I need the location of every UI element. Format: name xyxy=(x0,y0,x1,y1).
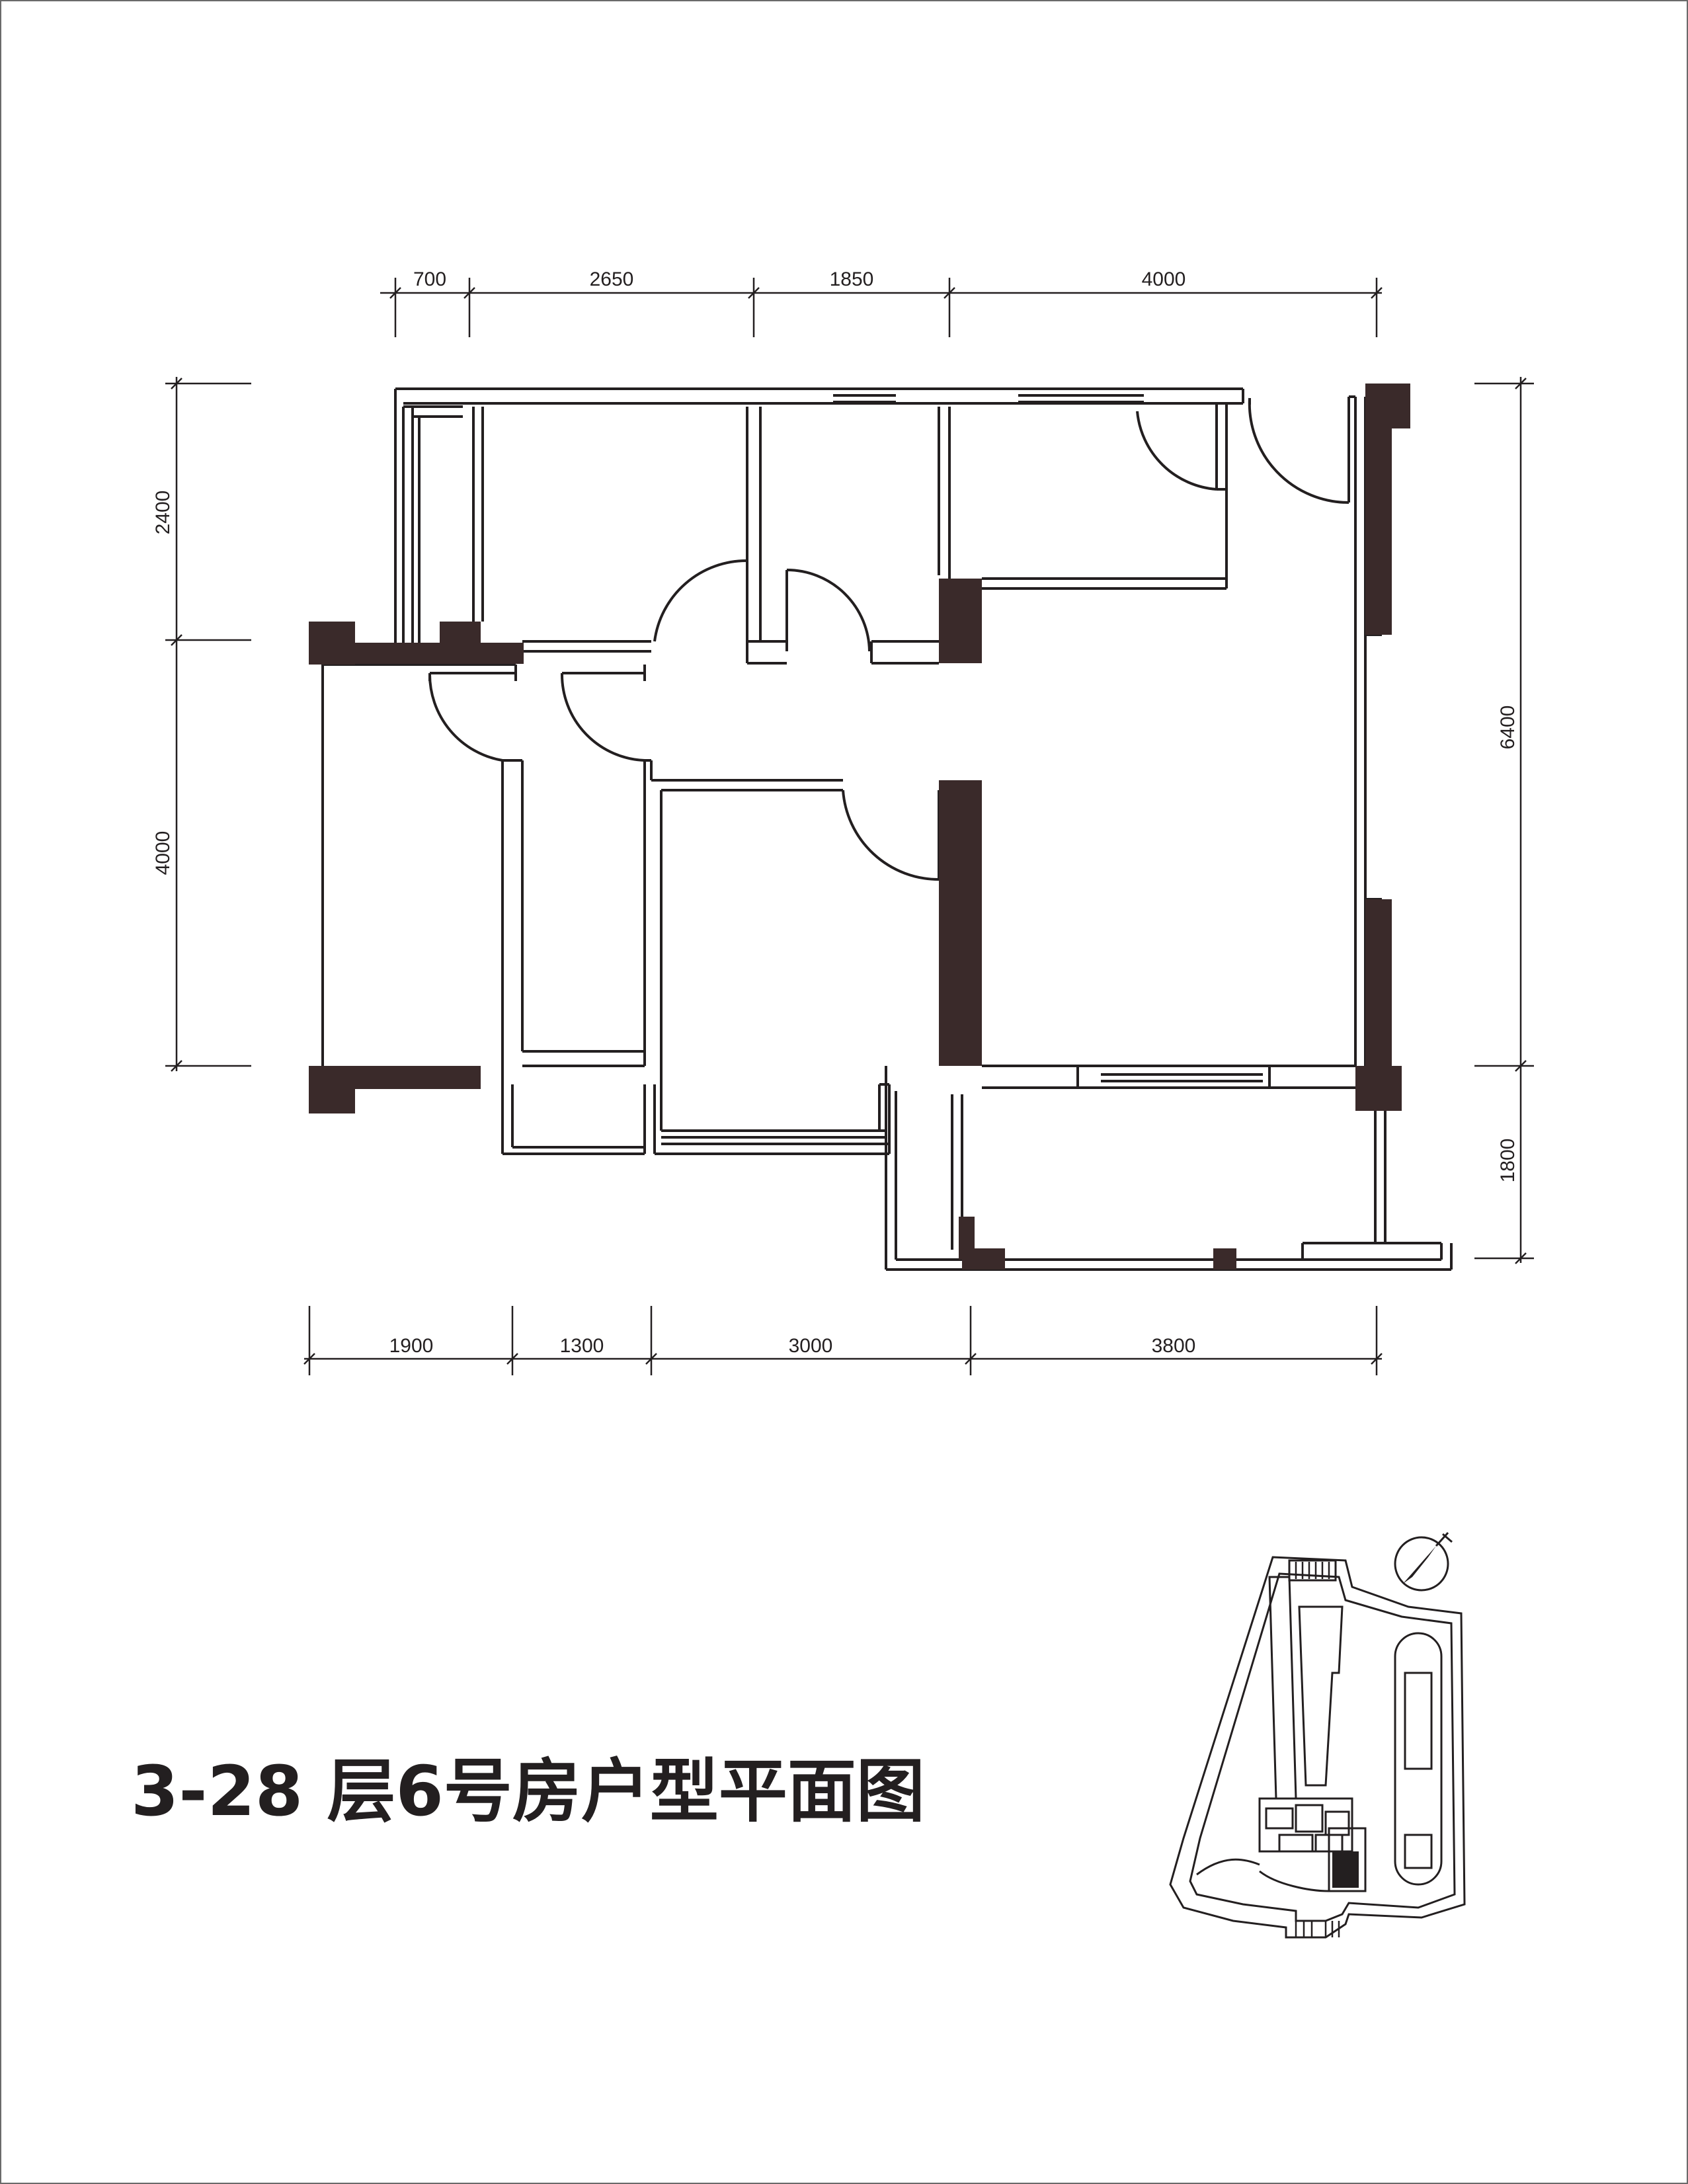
site-plan-inset xyxy=(1169,1531,1466,1939)
column xyxy=(1355,1066,1402,1111)
dimension-left: 2400 4000 xyxy=(152,377,251,1072)
north-arrow-icon xyxy=(1394,1531,1453,1592)
dim-top-2: 2650 xyxy=(590,268,634,290)
column xyxy=(309,1066,355,1113)
column xyxy=(309,622,355,665)
walls-outline xyxy=(321,387,1453,1271)
highlighted-unit xyxy=(1332,1851,1359,1888)
dim-left-2: 4000 xyxy=(152,831,174,875)
dim-top-4: 4000 xyxy=(1142,268,1186,290)
dim-bottom-1: 1900 xyxy=(389,1335,434,1357)
dimension-right: 6400 1800 xyxy=(1474,377,1534,1264)
column xyxy=(440,622,481,648)
column xyxy=(1365,899,1392,1066)
dim-top-1: 700 xyxy=(413,268,446,290)
column xyxy=(1213,1248,1236,1270)
dim-right-2: 1800 xyxy=(1497,1139,1519,1183)
dim-bottom-3: 3000 xyxy=(789,1335,833,1357)
column xyxy=(962,1248,1005,1270)
dim-right-1: 6400 xyxy=(1497,706,1519,750)
structural-columns xyxy=(309,384,1410,1270)
column xyxy=(1365,428,1392,635)
dim-bottom-4: 3800 xyxy=(1152,1335,1196,1357)
column xyxy=(939,579,982,663)
column xyxy=(1365,384,1410,428)
column xyxy=(939,780,982,1066)
page-title: 3-28 层6号房户型平面图 xyxy=(131,1751,925,1832)
dim-bottom-2: 1300 xyxy=(560,1335,604,1357)
dim-left-1: 2400 xyxy=(152,491,174,535)
dim-top-3: 1850 xyxy=(830,268,874,290)
door-swings xyxy=(428,397,1349,881)
column xyxy=(355,1066,481,1089)
dimension-bottom: 1900 1300 3000 3800 xyxy=(303,1306,1383,1375)
dimension-top: 700 2650 1850 4000 xyxy=(380,268,1383,337)
column xyxy=(355,643,524,664)
